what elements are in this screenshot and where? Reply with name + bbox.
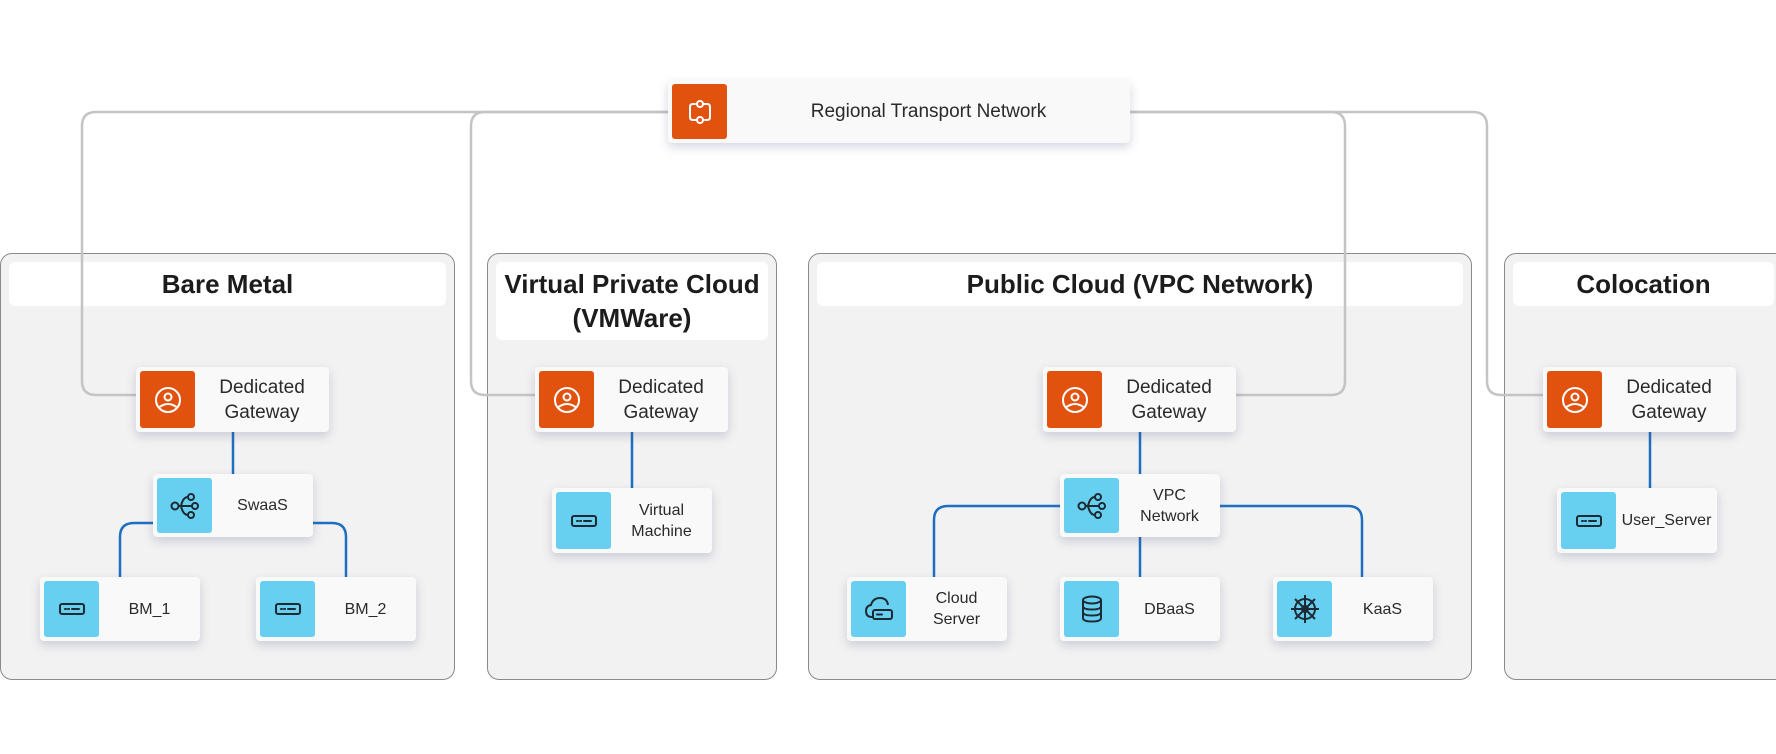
panel-virtual-private-cloud: Virtual Private Cloud (VMWare) [487, 253, 777, 680]
node-label: BM_2 [344, 600, 387, 618]
gateway-user-icon [1047, 371, 1102, 428]
node-cloud-server[interactable]: Cloud Server [847, 577, 1007, 641]
panel-title: Bare Metal [9, 262, 446, 306]
cloud-server-icon [851, 581, 906, 637]
node-bm-1[interactable]: BM_1 [40, 577, 200, 641]
panel-title: Colocation [1513, 262, 1774, 306]
server-icon [44, 581, 99, 637]
panel-title: Public Cloud (VPC Network) [817, 262, 1463, 306]
share-network-icon [157, 478, 212, 533]
node-label: DBaaS [1144, 600, 1195, 618]
server-icon [260, 581, 315, 637]
node-label: BM_1 [128, 600, 171, 618]
node-dedicated-gateway-public-cloud[interactable]: Dedicated Gateway [1043, 367, 1236, 432]
node-virtual-machine[interactable]: Virtual Machine [552, 488, 712, 553]
node-vpc-network[interactable]: VPC Network [1060, 474, 1220, 537]
node-kaas[interactable]: KaaS [1273, 577, 1433, 641]
gateway-user-icon [539, 371, 594, 428]
kubernetes-helm-icon [1277, 581, 1332, 637]
node-label: Regional Transport Network [810, 101, 1047, 122]
gateway-user-icon [140, 371, 195, 428]
node-bm-2[interactable]: BM_2 [256, 577, 416, 641]
node-label: Dedicated Gateway [1626, 376, 1712, 423]
share-network-icon [1064, 478, 1119, 533]
server-icon [556, 492, 611, 549]
node-label: User_Server [1621, 512, 1712, 529]
node-swaas[interactable]: SwaaS [153, 474, 313, 537]
node-label: Dedicated Gateway [219, 376, 305, 423]
node-dbaas[interactable]: DBaaS [1060, 577, 1220, 641]
node-regional-transport-network[interactable]: Regional Transport Network [668, 80, 1130, 143]
database-icon [1064, 581, 1119, 637]
node-label: SwaaS [237, 497, 288, 514]
node-dedicated-gateway-bare-metal[interactable]: Dedicated Gateway [136, 367, 329, 432]
node-dedicated-gateway-vpc[interactable]: Dedicated Gateway [535, 367, 728, 432]
node-user-server[interactable]: User_Server [1557, 488, 1717, 553]
panel-title: Virtual Private Cloud (VMWare) [496, 262, 768, 340]
transport-network-icon [672, 84, 727, 139]
panel-colocation: Colocation [1504, 253, 1776, 680]
node-label: Cloud Server [932, 590, 981, 628]
node-dedicated-gateway-colocation[interactable]: Dedicated Gateway [1543, 367, 1736, 432]
node-label: Virtual Machine [631, 501, 692, 540]
node-label: KaaS [1362, 600, 1403, 618]
server-icon [1561, 492, 1616, 549]
node-label: Dedicated Gateway [618, 376, 704, 423]
node-label: Dedicated Gateway [1126, 376, 1212, 423]
node-label: VPC Network [1140, 486, 1199, 525]
gateway-user-icon [1547, 371, 1602, 428]
